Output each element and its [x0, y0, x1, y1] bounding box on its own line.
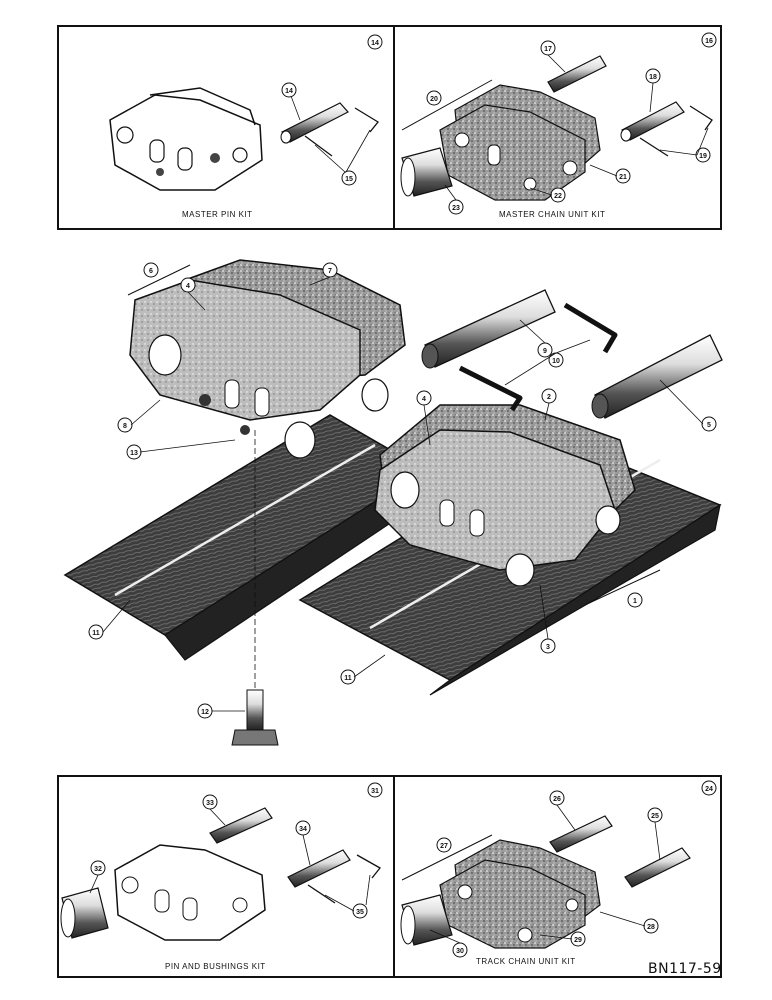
bracket-6	[127, 264, 191, 296]
callout-34: 34	[299, 826, 307, 833]
callout-11b: 11	[344, 675, 352, 682]
callout-23: 23	[452, 205, 460, 212]
track-chain-kit-links	[439, 839, 601, 949]
callout-15: 15	[345, 176, 353, 183]
callout-labels: 14 16 31 24 14 15 17 20 18 19 21 22 23 6…	[92, 38, 713, 955]
callout-4a: 4	[186, 283, 190, 290]
callout-panel-14: 14	[371, 40, 379, 47]
master-chain-unit-kit-panel	[393, 25, 722, 230]
callout-10: 10	[552, 358, 560, 365]
master-pin-kit-link	[109, 87, 263, 191]
track-bolt-12	[231, 689, 279, 746]
callout-2: 2	[547, 394, 551, 401]
track-link-upper-pair	[129, 259, 406, 459]
callout-3: 3	[546, 644, 550, 651]
pin-and-bushings-kit-title: PIN AND BUSHINGS KIT	[165, 962, 266, 971]
callout-7: 7	[328, 268, 332, 275]
callout-13: 13	[130, 450, 138, 457]
callout-12: 12	[201, 709, 209, 716]
master-pin-cotter-15a	[354, 107, 379, 133]
callout-1: 1	[633, 598, 637, 605]
track-cotter-10a	[563, 302, 618, 354]
callouts	[88, 32, 717, 958]
master-chain-unit-kit-title: MASTER CHAIN UNIT KIT	[499, 210, 606, 219]
callout-29: 29	[574, 937, 582, 944]
callout-8: 8	[123, 423, 127, 430]
track-chain-pin-26	[549, 815, 613, 853]
bracket-1	[584, 569, 661, 606]
drawing-code: BN117-59	[648, 961, 722, 977]
master-pin-kit-title: MASTER PIN KIT	[182, 210, 253, 219]
callout-20: 20	[430, 96, 438, 103]
callout-18: 18	[649, 74, 657, 81]
master-pin-cotter-15b	[304, 135, 333, 157]
track-chain-bracket-27	[401, 834, 493, 881]
callout-19: 19	[699, 153, 707, 160]
callout-5: 5	[707, 422, 711, 429]
track-chain-unit-kit-panel	[393, 775, 722, 978]
callout-26: 26	[553, 796, 561, 803]
master-chain-cotter-19a	[689, 105, 713, 131]
callout-28: 28	[647, 924, 655, 931]
track-cotter-10b	[458, 365, 523, 412]
master-chain-links	[439, 84, 601, 201]
track-bushing-5	[591, 334, 723, 419]
master-chain-pin-17	[547, 55, 607, 93]
callout-6: 6	[149, 268, 153, 275]
callout-9: 9	[543, 348, 547, 355]
callout-panel-24: 24	[705, 786, 713, 793]
callout-30: 30	[456, 948, 464, 955]
master-chain-bushing-23	[400, 147, 453, 197]
callout-25: 25	[651, 813, 659, 820]
callout-17: 17	[544, 46, 552, 53]
track-chain-bushing-30	[400, 894, 453, 946]
callout-32: 32	[94, 866, 102, 873]
callout-panel-31: 31	[371, 788, 379, 795]
track-link-lower-pair	[374, 404, 636, 587]
callout-14: 14	[285, 88, 293, 95]
callout-4b: 4	[422, 396, 426, 403]
track-chain-pin-25	[624, 847, 691, 888]
callout-11a: 11	[92, 630, 100, 637]
master-chain-20-bracket	[401, 79, 493, 131]
pin-bushings-kit-link	[114, 844, 266, 941]
bushing-32	[60, 887, 109, 939]
track-pin-9	[421, 289, 556, 369]
callout-33: 33	[206, 800, 214, 807]
callout-27: 27	[440, 843, 448, 850]
master-chain-pin-18	[620, 101, 685, 142]
master-chain-cotter-19b	[639, 137, 669, 157]
cotter-35a	[356, 854, 381, 879]
callout-panel-16: 16	[705, 38, 713, 45]
track-chain-unit-kit-title: TRACK CHAIN UNIT KIT	[476, 957, 576, 966]
pin-34	[287, 849, 351, 888]
pin-33	[209, 807, 273, 844]
master-pin-14	[280, 102, 349, 144]
callout-22: 22	[554, 193, 562, 200]
leader-lines	[89, 54, 709, 944]
cotter-35b	[307, 884, 336, 904]
callout-35: 35	[356, 909, 364, 916]
callout-21: 21	[619, 174, 627, 181]
